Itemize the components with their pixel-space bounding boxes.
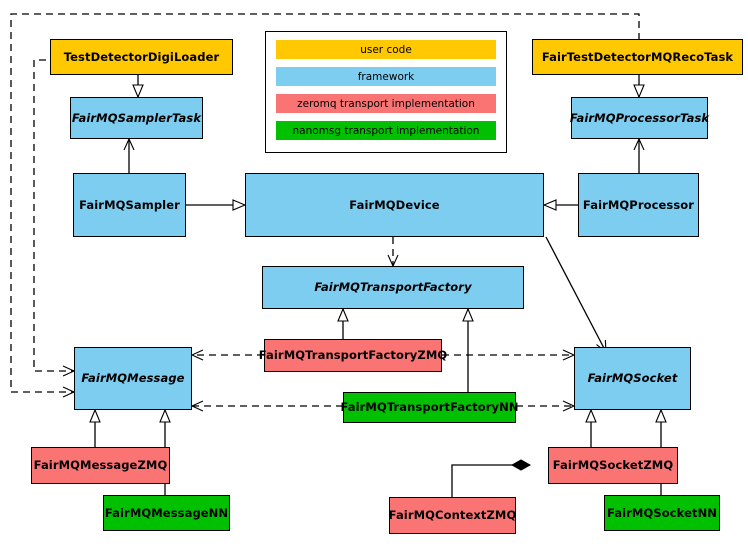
class-label: TestDetectorDigiLoader <box>63 49 220 64</box>
class-box-fairmqsamplertask[interactable]: FairMQSamplerTask <box>70 97 203 139</box>
legend-item-framework: framework <box>276 67 496 86</box>
class-box-fairtestdetectormqrecotask[interactable]: FairTestDetectorMQRecoTask <box>532 39 743 75</box>
class-box-testdetectordigiloader[interactable]: TestDetectorDigiLoader <box>50 39 233 75</box>
class-box-fairmqprocessortask[interactable]: FairMQProcessorTask <box>569 97 710 139</box>
legend-label: user code <box>360 43 412 56</box>
legend-label: framework <box>357 70 415 83</box>
class-label: FairMQContextZMQ <box>388 508 517 523</box>
class-box-fairmqcontextzmq[interactable]: FairMQContextZMQ <box>389 497 516 534</box>
class-box-fairmqtransportfactorynn[interactable]: FairMQTransportFactoryNN <box>340 392 519 423</box>
class-label: FairMQProcessorTask <box>569 110 710 125</box>
legend-item-user-code: user code <box>276 40 496 59</box>
class-label: FairMQMessageNN <box>104 505 229 520</box>
class-label: FairMQTransportFactoryZMQ <box>258 348 448 363</box>
class-box-fairmqsocket[interactable]: FairMQSocket <box>574 347 691 410</box>
class-label: FairMQTransportFactoryNN <box>340 400 519 415</box>
legend-label: nanomsg transport implementation <box>292 124 480 137</box>
class-box-fairmqtransportfactoryzmq[interactable]: FairMQTransportFactoryZMQ <box>259 339 447 372</box>
class-box-fairmqprocessor[interactable]: FairMQProcessor <box>578 173 699 237</box>
legend-label: zeromq transport implementation <box>297 97 475 110</box>
class-label: FairMQProcessor <box>582 197 695 212</box>
edge-contextzmq-to-socketzmq <box>451 465 530 497</box>
legend-item-zeromq: zeromq transport implementation <box>276 94 496 113</box>
class-box-fairmqdevice[interactable]: FairMQDevice <box>245 173 544 237</box>
legend-item-nanomsg: nanomsg transport implementation <box>276 121 496 140</box>
class-label: FairTestDetectorMQRecoTask <box>541 49 734 64</box>
class-box-fairmqsampler[interactable]: FairMQSampler <box>73 173 186 237</box>
class-label: FairMQSocketZMQ <box>552 458 674 473</box>
class-box-fairmqmessage[interactable]: FairMQMessage <box>74 347 192 410</box>
class-label: FairMQMessageZMQ <box>33 458 168 473</box>
class-box-fairmqsocketnn[interactable]: FairMQSocketNN <box>604 495 720 531</box>
class-label: FairMQSocketNN <box>606 505 718 520</box>
edge-device-to-socket <box>545 236 606 352</box>
class-label: FairMQTransportFactory <box>314 280 472 295</box>
class-box-fairmqsocketzmq[interactable]: FairMQSocketZMQ <box>548 447 678 484</box>
class-box-fairmqmessagezmq[interactable]: FairMQMessageZMQ <box>31 447 170 484</box>
class-box-fairmqmessagenn[interactable]: FairMQMessageNN <box>103 495 230 531</box>
class-label: FairMQSocket <box>587 371 678 386</box>
class-label: FairMQDevice <box>349 197 440 212</box>
class-label: FairMQSampler <box>79 197 180 212</box>
class-label: FairMQMessage <box>81 371 185 386</box>
class-box-fairmqtransportfactory[interactable]: FairMQTransportFactory <box>262 266 524 309</box>
class-label: FairMQSamplerTask <box>71 110 202 125</box>
legend-panel: user code framework zeromq transport imp… <box>265 31 507 153</box>
